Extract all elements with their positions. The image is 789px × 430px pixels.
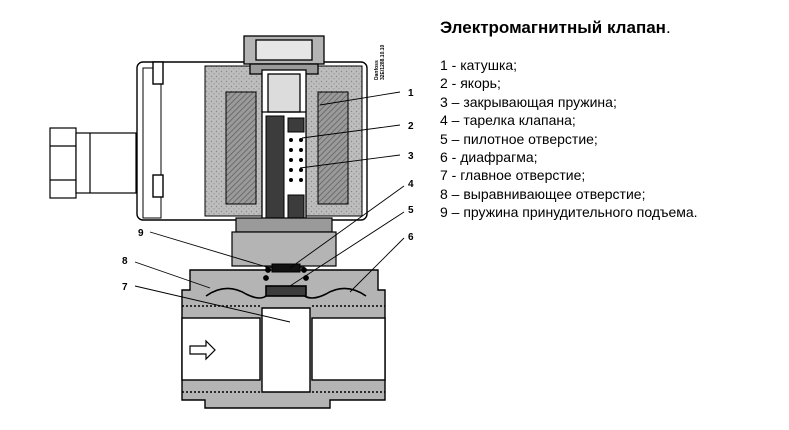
top-nut — [243, 35, 325, 75]
title-dot: . — [665, 18, 671, 37]
legend-item: 2 - якорь; — [440, 75, 501, 92]
legend-item: 3 – закрывающая пружина; — [440, 93, 617, 110]
legend-item: 1 - катушка; — [440, 57, 518, 73]
page-title: Электромагнитный клапан. — [440, 18, 780, 38]
stamp-brand: Danfoss — [374, 60, 380, 80]
callout-7: 7 — [122, 282, 128, 293]
coil-winding — [225, 91, 349, 205]
cable-gland — [49, 127, 137, 199]
legend-item: 6 - диафрагма; — [440, 149, 538, 166]
title-text: Электромагнитный клапан — [440, 18, 666, 37]
legend-list: 1 - катушка; 2 - якорь; 3 – закрывающая … — [440, 56, 780, 222]
closing-spring — [289, 138, 303, 182]
callout-6: 6 — [408, 232, 414, 243]
bonnet — [231, 217, 337, 267]
callout-1: 1 — [408, 88, 414, 99]
stamp-code: 32E/1288.10.10 — [380, 44, 386, 80]
flow-arrow-icon — [189, 339, 216, 361]
valve-cross-section-diagram: 1 2 3 4 5 6 9 8 7 Danfoss 32E/1288.10.10 — [49, 35, 414, 409]
callout-5: 5 — [408, 205, 414, 216]
diaphragm — [205, 285, 367, 299]
callout-leaders — [134, 91, 405, 323]
callout-9: 9 — [138, 228, 144, 239]
valve-plate — [263, 263, 309, 281]
callout-2: 2 — [408, 121, 414, 132]
legend-item: 4 – тарелка клапана; — [440, 112, 576, 129]
callout-4: 4 — [408, 179, 414, 190]
legend-item: 7 - главное отверстие; — [440, 167, 586, 184]
callout-3: 3 — [408, 151, 414, 162]
legend-panel: Электромагнитный клапан. 1 - катушка; 2 … — [440, 18, 780, 222]
callout-8: 8 — [122, 256, 128, 267]
legend-item: 8 – выравнивающее отверстие; — [440, 185, 646, 202]
legend-item: 9 – пружина принудительного подъема. — [440, 204, 698, 221]
legend-item: 5 – пилотное отверстие; — [440, 130, 598, 147]
